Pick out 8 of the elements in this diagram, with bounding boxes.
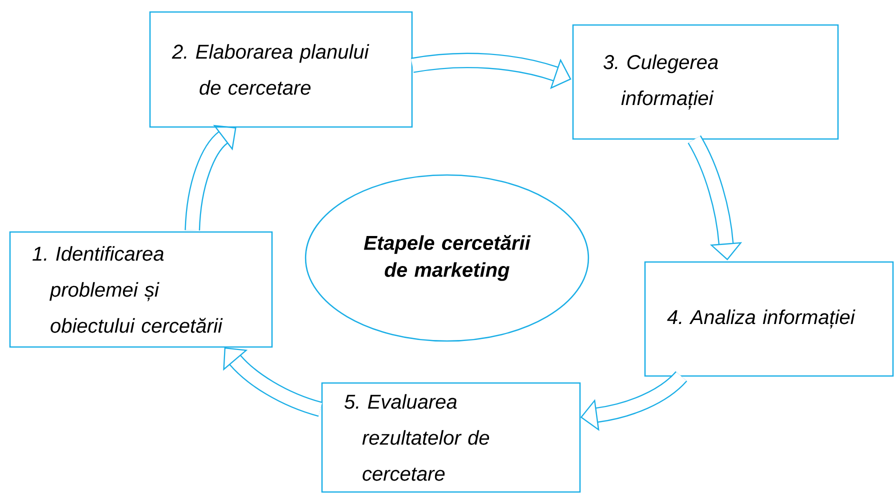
step-box: 1. Identificarea problemei și obiectului cercetării bbox=[9, 231, 273, 348]
block-arrow bbox=[184, 124, 236, 231]
block-arrow bbox=[688, 136, 742, 260]
step-box: 3. Culegerea informației bbox=[572, 24, 839, 140]
block-arrow bbox=[223, 347, 323, 417]
step-box: 2. Elaborarea planului de cercetare bbox=[149, 11, 413, 128]
step-box: 4. Analiza informației bbox=[644, 261, 894, 377]
step-box: 5. Evaluarea rezultatelor de cercetare bbox=[321, 382, 581, 493]
